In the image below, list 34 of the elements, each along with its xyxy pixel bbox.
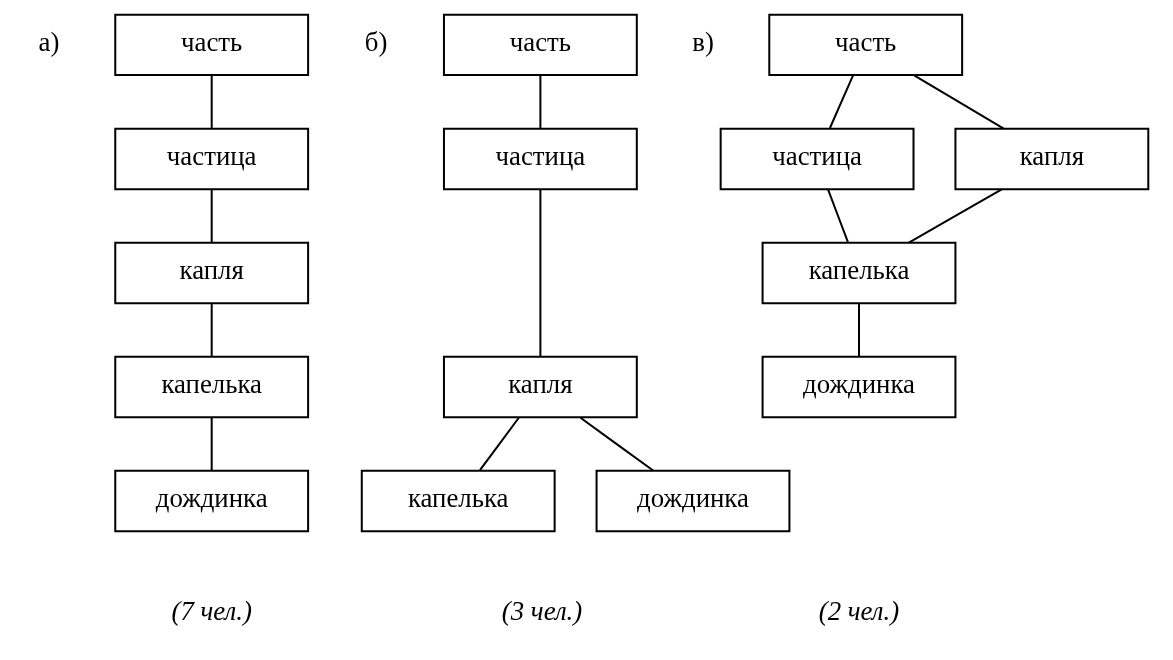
node-box: капля (442, 355, 638, 419)
label: а) (38, 27, 60, 58)
connector (913, 74, 1005, 130)
node-box: частица (442, 127, 638, 191)
node-box: частица (719, 127, 915, 191)
label: (7 чел.) (171, 595, 252, 626)
node-box: дождинка (595, 469, 791, 533)
connector (858, 303, 860, 357)
connector (210, 417, 213, 471)
node-box: капелька (114, 355, 310, 419)
node-box: капелька (761, 241, 957, 305)
label: (3 чел.) (501, 595, 583, 626)
node-box: часть (442, 13, 638, 77)
node-box: часть (768, 13, 964, 77)
node-box: капля (114, 241, 310, 305)
connector (539, 189, 542, 357)
connector (908, 188, 1003, 244)
node-box: капелька (360, 469, 556, 533)
node-box: часть (114, 13, 310, 77)
connector (210, 189, 213, 243)
node-box: дождинка (761, 355, 957, 419)
connector (479, 417, 520, 471)
connector (579, 416, 654, 472)
node-box: капля (954, 127, 1150, 191)
connector (210, 75, 213, 128)
label: в) (692, 27, 714, 58)
node-box: дождинка (114, 469, 310, 533)
connector (210, 303, 213, 357)
connector (539, 75, 542, 128)
label: (2 чел.) (818, 595, 900, 626)
connector (827, 189, 849, 243)
node-box: частица (114, 127, 310, 191)
label: б) (364, 27, 388, 58)
connector (829, 75, 854, 129)
